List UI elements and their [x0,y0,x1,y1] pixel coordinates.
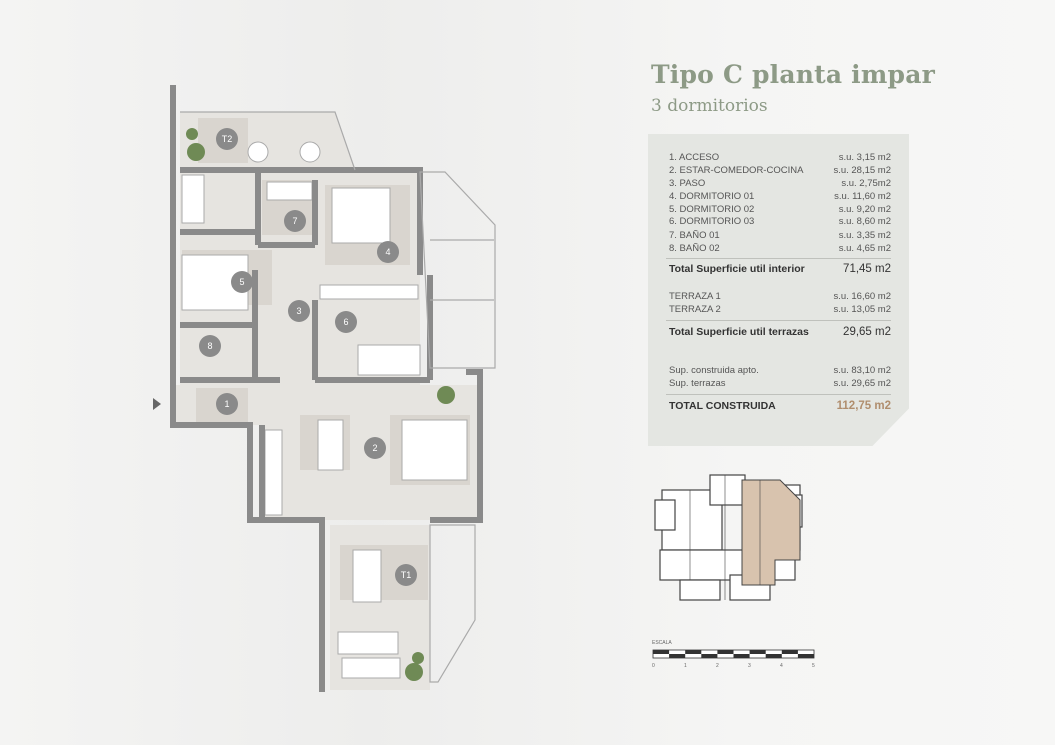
svg-text:6: 6 [343,317,348,327]
marker-1: 1 [216,393,238,415]
svg-text:4: 4 [385,247,390,257]
scale-tick: 5 [812,663,815,669]
scale-block [749,650,766,654]
scale-tick: 0 [652,663,655,669]
scale-block [653,650,670,654]
walls [170,85,483,692]
svg-text:3: 3 [296,306,301,316]
svg-text:T2: T2 [222,134,233,144]
svg-text:7: 7 [292,216,297,226]
scale-block [781,650,798,654]
scale-block [685,650,702,654]
marker-4: 4 [377,241,399,263]
page-subtitle: 3 dormitorios [651,96,768,116]
marker-7: 7 [284,210,306,232]
scale-tick: 4 [780,663,783,669]
marker-8: 8 [199,335,221,357]
marker-t2: T2 [216,128,238,150]
scale-block [701,654,718,658]
marker-5: 5 [231,271,253,293]
scale-block [797,654,814,658]
svg-text:T1: T1 [401,570,412,580]
marker-2: 2 [364,437,386,459]
built-row: Sup. construida apto.s.u. 83,10 m2 [669,365,891,376]
svg-text:8: 8 [207,341,212,351]
highlighted-unit [741,479,801,586]
svg-text:2: 2 [372,443,377,453]
floor-plan: T2 7 4 5 3 6 8 1 2 T1 [153,85,496,692]
svg-text:1: 1 [224,399,229,409]
divider [666,258,891,259]
key-plan [654,474,803,601]
divider [666,394,891,395]
divider [666,320,891,321]
scale-block [669,654,686,658]
scale-block [733,654,750,658]
scale-tick: 1 [684,663,687,669]
scale-block [765,654,782,658]
plants [186,128,455,681]
scale-block [717,650,734,654]
marker-3: 3 [288,300,310,322]
scale-label: ESCALA [652,640,672,646]
furniture [181,141,468,679]
scale-tick: 3 [748,663,751,669]
marker-6: 6 [335,311,357,333]
svg-text:5: 5 [239,277,244,287]
page-title: Tipo C planta impar [651,60,935,89]
marker-t1: T1 [395,564,417,586]
scale-tick: 2 [716,663,719,669]
entrance-arrow-icon [153,398,161,410]
balconies [180,111,496,683]
